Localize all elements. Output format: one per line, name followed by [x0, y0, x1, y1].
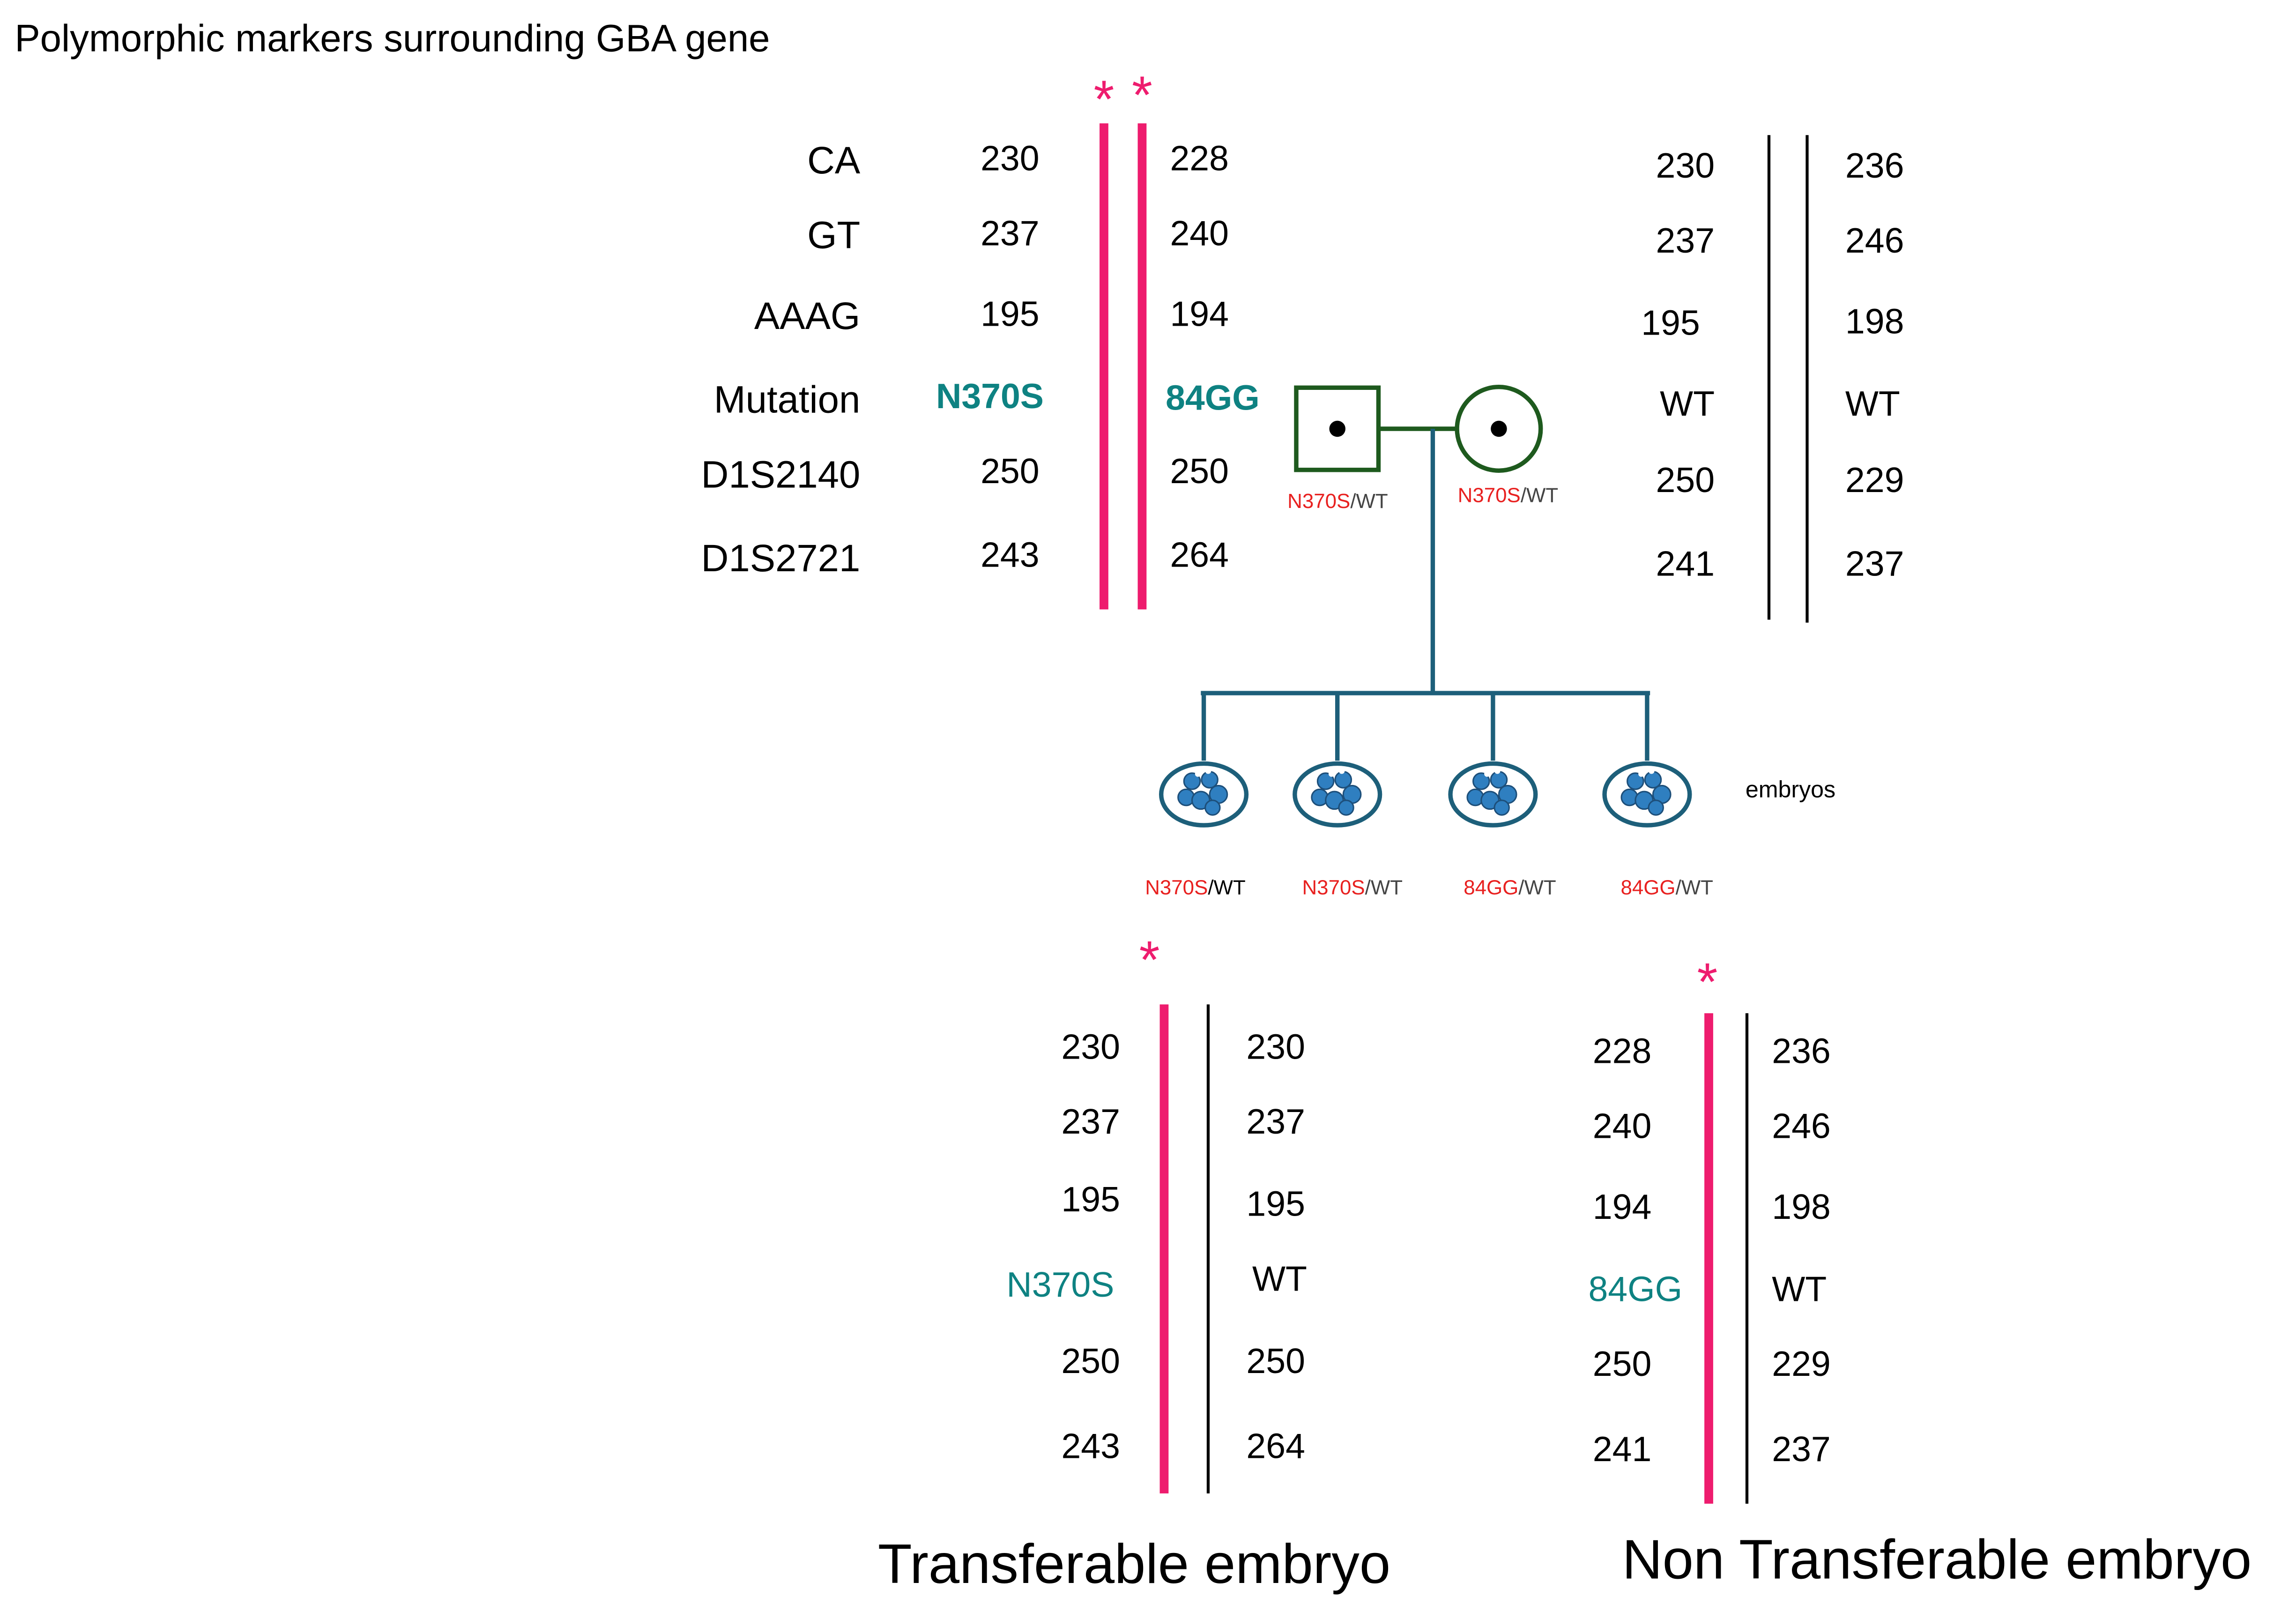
chromosome-line — [1767, 135, 1771, 620]
allele-value: 243 — [981, 536, 1040, 576]
marker-d1s2721: D1S2721 — [701, 536, 861, 580]
allele-value: 250 — [1061, 1342, 1120, 1382]
embryo-icon — [1293, 761, 1382, 828]
carrier-dot-icon — [1329, 420, 1345, 437]
allele-value: 240 — [1592, 1107, 1652, 1147]
carrier-dot-icon — [1491, 420, 1507, 437]
allele-value: 236 — [1772, 1032, 1831, 1072]
chromosome-line — [1806, 135, 1809, 623]
allele-value: 236 — [1845, 147, 1904, 187]
marker-ca: CA — [807, 138, 861, 182]
embryo-icon — [1448, 761, 1538, 828]
allele-value: 250 — [1246, 1342, 1305, 1382]
allele-value: 228 — [1170, 139, 1229, 179]
chromosome-line — [1206, 1004, 1210, 1493]
allele-value: 250 — [1656, 461, 1715, 501]
embryo-icon — [1159, 761, 1249, 828]
embryo-genotype: 84GG/WT — [1464, 875, 1556, 899]
allele-value: 240 — [1170, 214, 1229, 254]
marker-d1s2140: D1S2140 — [701, 452, 861, 497]
marker-aaag: AAAG — [754, 293, 861, 338]
chromosome-line — [1745, 1013, 1749, 1504]
affected-chromosome-bar — [1137, 123, 1147, 610]
allele-value: 229 — [1845, 461, 1904, 501]
allele-value: 237 — [1246, 1103, 1305, 1142]
allele-value: 198 — [1845, 302, 1904, 343]
allele-value: 237 — [1772, 1430, 1831, 1470]
allele-value: WT — [1845, 385, 1900, 425]
allele-value: 198 — [1772, 1188, 1831, 1228]
allele-value: 230 — [1061, 1028, 1120, 1068]
allele-value: 237 — [1845, 545, 1904, 585]
embryo-genotype: 84GG/WT — [1620, 875, 1713, 899]
affected-chromosome-bar — [1159, 1004, 1169, 1493]
allele-value: 243 — [1061, 1427, 1120, 1467]
transferable-caption: Transferable embryo — [877, 1534, 1391, 1597]
pink-asterisk: * — [1139, 929, 1160, 990]
allele-value: 250 — [981, 452, 1040, 492]
marker-gt: GT — [807, 213, 861, 257]
pink-asterisk: * — [1093, 69, 1115, 129]
allele-value: 237 — [1656, 222, 1715, 261]
allele-value: 195 — [1641, 304, 1700, 344]
allele-value: 194 — [1592, 1188, 1652, 1228]
allele-value: 241 — [1656, 545, 1715, 585]
pink-asterisk: * — [1132, 64, 1152, 125]
mutation-84gg: 84GG — [1588, 1270, 1683, 1310]
allele-value: WT — [1772, 1270, 1827, 1310]
allele-value: 230 — [981, 139, 1040, 179]
mother-genotype: N370S/WT — [1457, 483, 1559, 507]
allele-value: 250 — [1592, 1345, 1652, 1385]
embryos-label: embryos — [1745, 778, 1836, 804]
allele-value: 237 — [981, 214, 1040, 254]
nontransferable-caption: Non Transferable embryo — [1622, 1530, 2252, 1592]
allele-value: 250 — [1170, 452, 1229, 492]
allele-value: 230 — [1656, 147, 1715, 187]
allele-value: 264 — [1246, 1427, 1305, 1467]
mutation-n370s: N370S — [936, 377, 1044, 417]
mutation-84gg: 84GG — [1166, 379, 1260, 419]
allele-value: WT — [1252, 1260, 1307, 1300]
affected-chromosome-bar — [1100, 123, 1108, 610]
allele-value: 230 — [1246, 1028, 1305, 1068]
allele-value: 237 — [1061, 1103, 1120, 1142]
embryo-genotype: N370S/WT — [1145, 875, 1246, 899]
allele-value: 194 — [1170, 295, 1229, 335]
allele-value: 246 — [1845, 222, 1904, 261]
affected-chromosome-bar — [1704, 1013, 1713, 1504]
allele-value: 241 — [1592, 1430, 1652, 1470]
allele-value: 195 — [981, 295, 1040, 335]
diagram-title: Polymorphic markers surrounding GBA gene — [15, 16, 770, 60]
allele-value: 229 — [1772, 1345, 1831, 1385]
allele-value: 264 — [1170, 536, 1229, 576]
allele-value: 246 — [1772, 1107, 1831, 1147]
allele-value: 228 — [1592, 1032, 1652, 1072]
marker-mutation: Mutation — [713, 377, 861, 422]
pink-asterisk: * — [1697, 951, 1718, 1012]
father-genotype: N370S/WT — [1287, 489, 1388, 513]
embryo-icon — [1602, 761, 1692, 828]
allele-value: 195 — [1061, 1180, 1120, 1221]
mutation-n370s: N370S — [1006, 1266, 1115, 1306]
allele-value: 195 — [1246, 1185, 1305, 1225]
allele-value: WT — [1660, 385, 1715, 425]
embryo-genotype: N370S/WT — [1302, 875, 1403, 899]
